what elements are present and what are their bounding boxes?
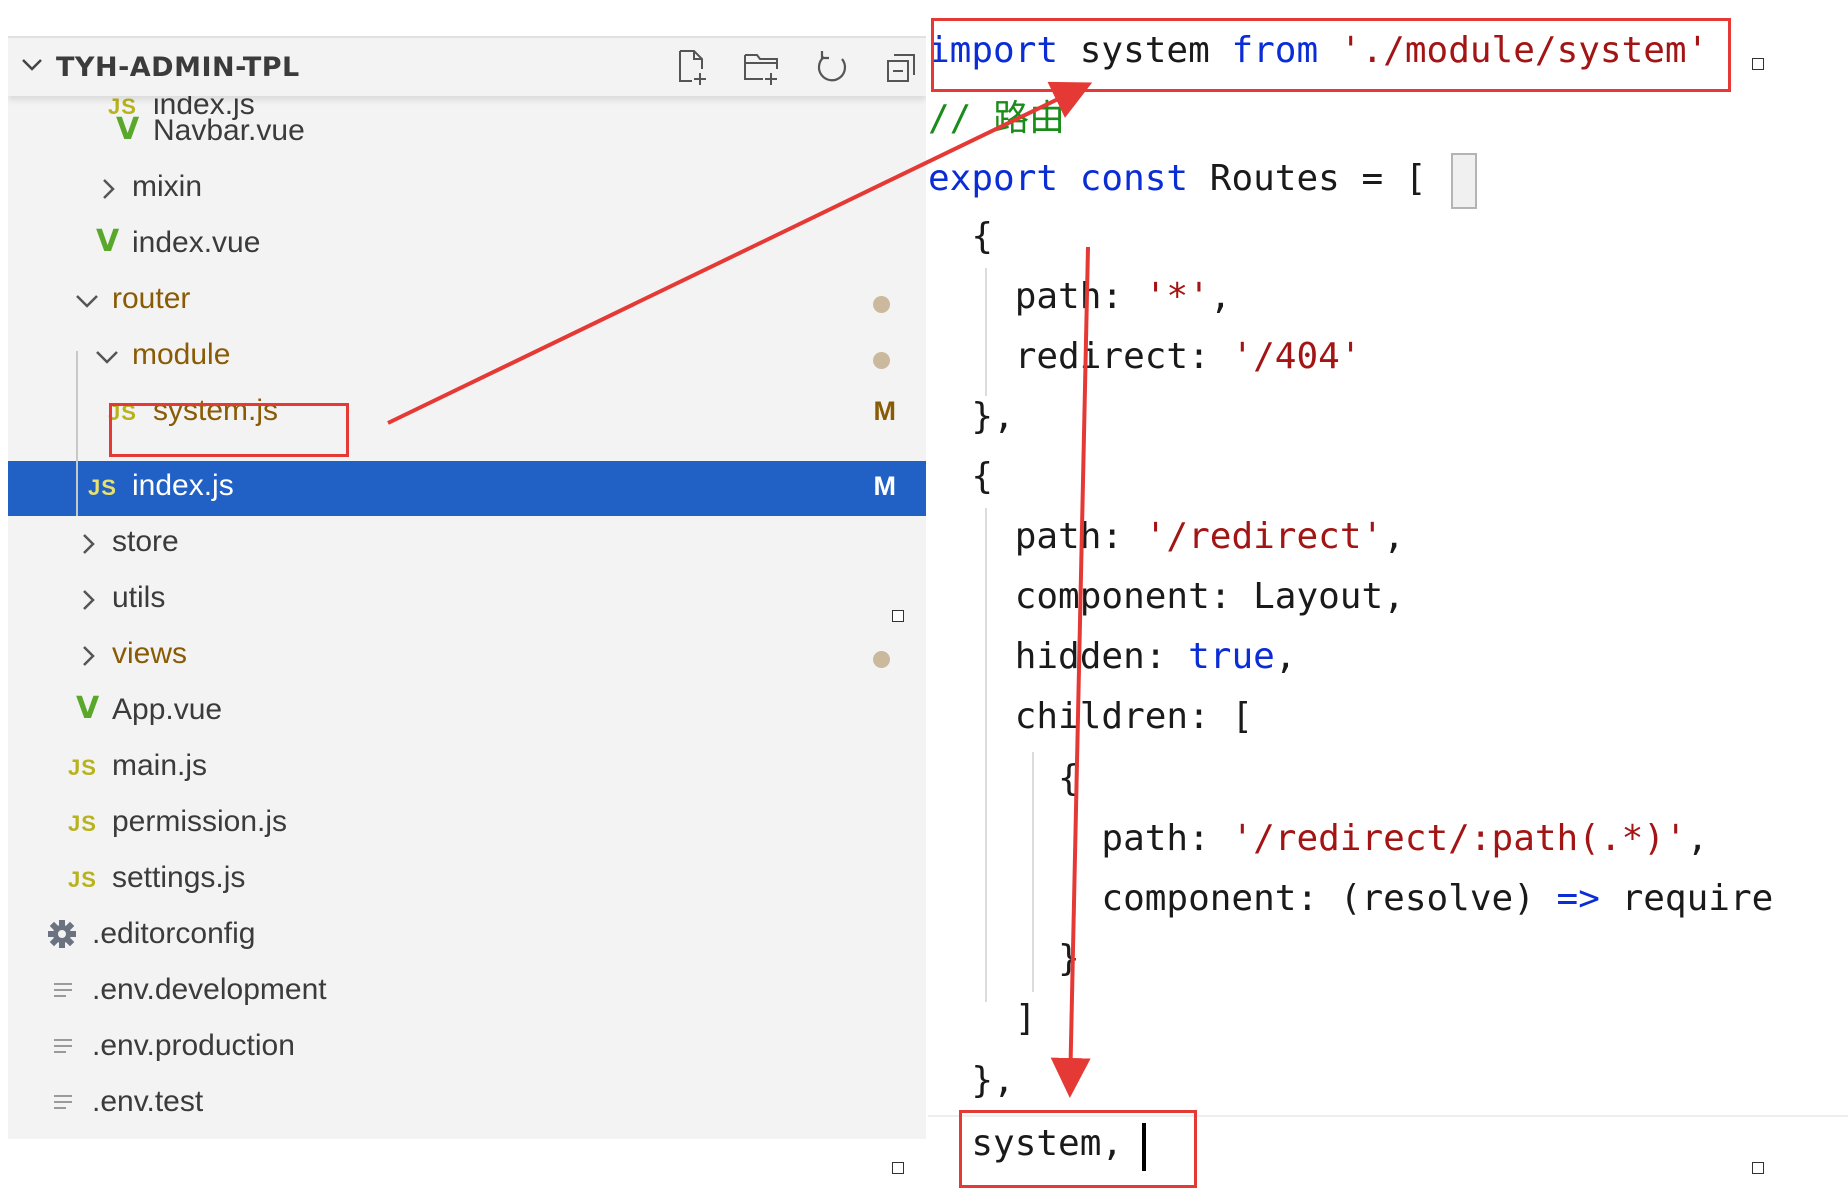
js-file-icon: JS xyxy=(68,867,97,892)
modified-badge: M xyxy=(873,471,897,501)
chevron-right-icon xyxy=(78,585,100,615)
indent-guide xyxy=(1032,752,1034,992)
tree-item-router[interactable]: router xyxy=(8,274,926,329)
tree-item-index-vue[interactable]: V index.vue xyxy=(8,218,926,273)
code-line-19: system, xyxy=(928,1123,1124,1164)
tree-item-permission-js[interactable]: JS permission.js xyxy=(8,797,926,852)
file-explorer: JS index.js V Navbar.vue mixin V index.v… xyxy=(8,36,926,1139)
js-file-icon: JS xyxy=(68,755,97,780)
modified-dot xyxy=(873,651,890,668)
js-file-icon: JS xyxy=(108,400,137,425)
tree-item-label: router xyxy=(112,282,191,315)
refresh-icon[interactable] xyxy=(810,46,854,88)
tree-item-navbar-vue[interactable]: V Navbar.vue xyxy=(8,106,926,161)
code-line-18: }, xyxy=(928,1060,1015,1101)
chevron-down-icon[interactable] xyxy=(20,52,44,76)
code-line-8: { xyxy=(928,456,994,497)
js-file-icon: JS xyxy=(88,475,117,500)
code-line-6: redirect: '/404' xyxy=(928,336,1362,377)
tree-item-settings-js[interactable]: JS settings.js xyxy=(8,853,926,908)
modified-badge: M xyxy=(873,396,897,426)
gear-icon xyxy=(46,919,78,949)
tree-item-mixin[interactable]: mixin xyxy=(8,162,926,217)
tree-item-editorconfig[interactable]: .editorconfig xyxy=(8,909,926,964)
code-line-13: { xyxy=(928,758,1080,799)
tree-item-label: settings.js xyxy=(112,861,246,894)
tree-item-utils[interactable]: utils xyxy=(8,573,926,628)
code-line-7: }, xyxy=(928,396,1015,437)
chevron-right-icon xyxy=(98,174,120,204)
code-line-16: } xyxy=(928,938,1080,979)
vue-file-icon: V xyxy=(96,223,120,259)
tree-item-env-development[interactable]: .env.development xyxy=(8,965,926,1020)
code-line-3: export const Routes = [ xyxy=(928,158,1427,199)
tree-item-label: .env.development xyxy=(92,973,327,1006)
tree-item-label: store xyxy=(112,525,179,558)
code-line-17: ] xyxy=(928,998,1037,1039)
resize-marker xyxy=(1752,58,1764,70)
new-file-icon[interactable] xyxy=(670,46,714,88)
tree-item-label: index.vue xyxy=(132,226,261,259)
text-file-icon xyxy=(54,1035,72,1065)
bracket-match-highlight xyxy=(1451,153,1477,209)
code-line-2: // 路由 xyxy=(928,98,1066,139)
explorer-title: TYH-ADMIN-TPL xyxy=(56,52,300,83)
code-line-10: component: Layout, xyxy=(928,576,1405,617)
modified-dot xyxy=(873,296,890,313)
chevron-right-icon xyxy=(78,641,100,671)
code-editor[interactable]: import system from './module/system' // … xyxy=(928,0,1848,1202)
js-file-icon: JS xyxy=(108,94,137,119)
code-line-15: component: (resolve) => require xyxy=(928,878,1774,919)
text-file-icon xyxy=(54,979,72,1009)
tree-item-module[interactable]: module xyxy=(8,330,926,385)
indent-guide xyxy=(76,351,78,516)
tree-item-label: App.vue xyxy=(112,693,223,726)
tree-item-main-js[interactable]: JS main.js xyxy=(8,741,926,796)
tree-item-label: mixin xyxy=(132,170,203,203)
tree-item-label: permission.js xyxy=(112,805,288,838)
resize-marker xyxy=(892,610,904,622)
indent-guide xyxy=(985,508,987,1002)
code-line-12: children: [ xyxy=(928,696,1254,737)
tree-item-label: utils xyxy=(112,581,166,614)
js-file-icon: JS xyxy=(68,811,97,836)
code-line-14: path: '/redirect/:path(.*)', xyxy=(928,818,1709,859)
tree-item-app-vue[interactable]: V App.vue xyxy=(8,685,926,740)
tree-item-label: Navbar.vue xyxy=(153,114,305,147)
resize-marker xyxy=(1752,1162,1764,1174)
tree-item-system-js[interactable]: JS system.js M xyxy=(8,386,926,441)
tree-item-env-test[interactable]: .env.test xyxy=(8,1077,926,1132)
vue-file-icon: V xyxy=(116,111,140,147)
new-folder-icon[interactable] xyxy=(740,46,784,88)
code-line-1: import system from './module/system' xyxy=(928,30,1709,71)
modified-dot xyxy=(873,352,890,369)
chevron-down-icon xyxy=(92,342,122,372)
collapse-all-icon[interactable] xyxy=(880,46,924,88)
current-line-highlight xyxy=(928,1115,1848,1177)
tree-item-index-js-selected[interactable]: JS index.js M xyxy=(8,461,926,516)
tree-item-views[interactable]: views xyxy=(8,629,926,684)
code-line-11: hidden: true, xyxy=(928,636,1297,677)
text-file-icon xyxy=(54,1091,72,1121)
tree-item-label: .editorconfig xyxy=(92,917,256,950)
chevron-right-icon xyxy=(78,529,100,559)
code-line-4: { xyxy=(928,216,994,257)
tree-item-store[interactable]: store xyxy=(8,517,926,572)
vue-file-icon: V xyxy=(76,690,100,726)
tree-item-label: .env.production xyxy=(92,1029,295,1062)
chevron-down-icon xyxy=(72,286,102,316)
tree-item-label: .env.test xyxy=(92,1085,204,1118)
tree-item-env-production[interactable]: .env.production xyxy=(8,1021,926,1076)
text-caret xyxy=(1142,1123,1146,1171)
tree-item-label: index.js xyxy=(132,469,234,502)
explorer-header[interactable]: TYH-ADMIN-TPL xyxy=(8,36,926,96)
tree-item-label: main.js xyxy=(112,749,208,782)
code-line-9: path: '/redirect', xyxy=(928,516,1405,557)
tree-item-label: system.js xyxy=(153,394,279,427)
tree-item-label: views xyxy=(112,637,188,670)
resize-marker xyxy=(892,1162,904,1174)
code-line-5: path: '*', xyxy=(928,276,1232,317)
tree-item-label: module xyxy=(132,338,231,371)
